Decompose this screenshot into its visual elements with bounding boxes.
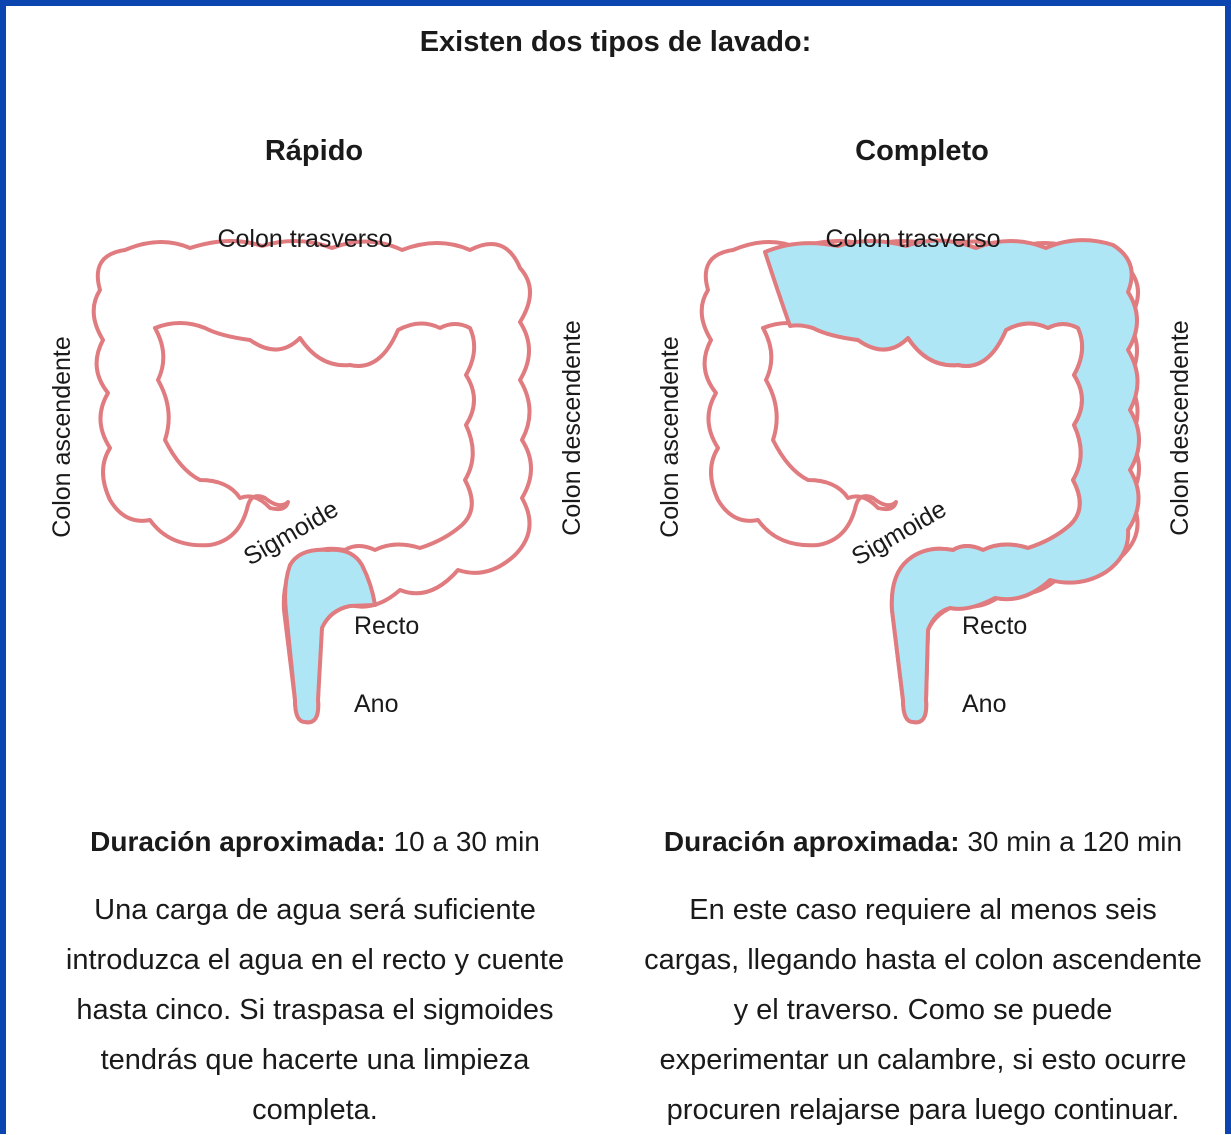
description-line: tendrás que hacerte una limpieza — [100, 1044, 530, 1076]
colon-diagram-completo: Colon trasverso Colon ascendente Colon d… — [656, 225, 1194, 725]
description-completo: En este caso requiere al menos seis carg… — [623, 885, 1223, 1135]
colon-diagram-rapido: Colon trasverso Colon ascendente Colon d… — [48, 225, 586, 725]
description-line: hasta cinco. Si traspasa el sigmoides — [76, 994, 554, 1026]
label-colon-ascendente: Colon ascendente — [656, 336, 684, 538]
heading-rapido: Rápido — [264, 135, 364, 167]
description-line: En este caso requiere al menos seis — [689, 894, 1157, 926]
description-line: completa. — [252, 1094, 378, 1126]
label-colon-descendente: Colon descendente — [558, 320, 586, 535]
heading-completo: Completo — [855, 135, 989, 167]
label-colon-descendente: Colon descendente — [1166, 320, 1194, 535]
duration-label: Duración aproximada: — [90, 826, 386, 857]
water-fill — [283, 547, 377, 725]
description-line: cargas, llegando hasta el colon ascenden… — [644, 944, 1202, 976]
label-colon-ascendente: Colon ascendente — [48, 336, 76, 538]
description-line: Una carga de agua será suficiente — [94, 894, 536, 926]
description-line: procuren relajarse para luego continuar. — [666, 1094, 1180, 1126]
label-colon-trasverso: Colon trasverso — [825, 225, 1000, 253]
label-ano: Ano — [962, 690, 1006, 718]
description-rapido: Una carga de agua será suficiente introd… — [35, 885, 595, 1135]
description-line: introduzca el agua en el recto y cuente — [65, 944, 565, 976]
description-line: y el traverso. Como se puede — [733, 994, 1113, 1026]
duration-rapido: Duración aproximada: 10 a 30 min — [15, 826, 615, 858]
water-fill — [763, 238, 1141, 725]
duration-value: 10 a 30 min — [393, 826, 540, 857]
page-title: Existen dos tipos de lavado: — [419, 26, 812, 58]
label-ano: Ano — [354, 690, 398, 718]
colon-outline — [91, 238, 533, 725]
duration-completo: Duración aproximada: 30 min a 120 min — [623, 826, 1223, 858]
colon-diagrams: Colon trasverso Colon ascendente Colon d… — [48, 225, 1194, 725]
description-line: experimentar un calambre, si esto ocurre — [659, 1044, 1187, 1076]
duration-value: 30 min a 120 min — [967, 826, 1183, 857]
label-colon-trasverso: Colon trasverso — [217, 225, 392, 253]
label-recto: Recto — [962, 612, 1027, 640]
label-recto: Recto — [354, 612, 419, 640]
duration-label: Duración aproximada: — [663, 826, 960, 857]
